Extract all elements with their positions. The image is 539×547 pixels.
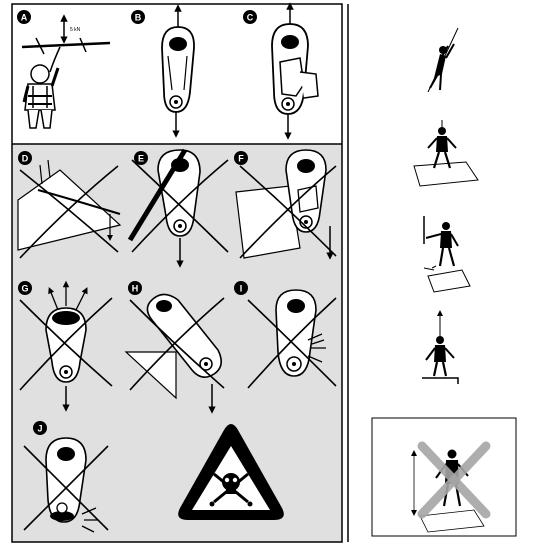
panel-badge: F — [234, 151, 248, 165]
panel-badge: H — [128, 281, 142, 295]
panel-badge: I — [234, 281, 248, 295]
panel-badge: G — [18, 281, 32, 295]
force-label: 5 kN — [70, 27, 81, 33]
badge-letter: E — [138, 154, 144, 164]
worker-on-platform-icon — [414, 120, 478, 186]
panel-badge: D — [18, 151, 32, 165]
connector-closed-icon — [162, 27, 194, 112]
harnessed-worker-icon — [24, 65, 58, 128]
connector-with-sling-icon — [272, 24, 318, 114]
badge-letter: D — [22, 154, 29, 164]
panel-badge: B — [131, 10, 145, 24]
panel-badge: C — [243, 10, 257, 24]
panel-a: A 5 kN — [17, 10, 110, 128]
anchor-bar-icon — [22, 43, 110, 47]
climber-on-rope-icon — [428, 28, 458, 92]
badge-letter: F — [238, 154, 244, 164]
badge-letter: B — [135, 13, 142, 23]
badge-letter: I — [240, 284, 243, 294]
crossed-out-worker-icon — [372, 418, 516, 536]
panel-badge: J — [33, 421, 47, 435]
panel-badge: A — [17, 10, 31, 24]
worker-on-ledge-icon — [422, 310, 458, 384]
badge-letter: H — [132, 284, 139, 294]
badge-letter: G — [21, 284, 28, 294]
worker-beside-post-icon — [424, 216, 470, 292]
panel-b: B — [131, 8, 194, 134]
badge-letter: A — [21, 13, 28, 23]
panel-c: C — [243, 6, 318, 136]
badge-letter: C — [247, 13, 254, 23]
badge-letter: J — [37, 424, 42, 434]
